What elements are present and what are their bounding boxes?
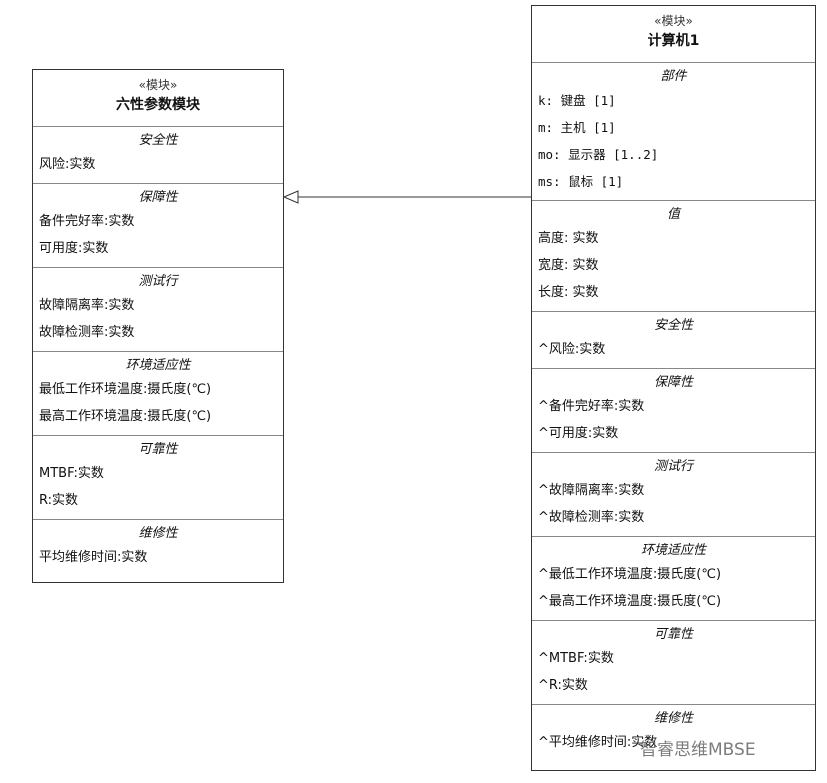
compartment[interactable]: 测试行故障隔离率:实数故障检测率:实数 <box>33 268 283 352</box>
compartment[interactable]: 部件 k: 键盘 [1] m: 主机 [1] mo: 显示器 [1..2] ms: 鼠标… <box>532 63 815 201</box>
compartment-title: 值 <box>666 207 680 222</box>
property-item[interactable]: ^MTBF:实数 <box>538 651 614 666</box>
compartment[interactable]: 保障性 ^备件完好率:实数 ^可用度:实数 <box>532 369 815 453</box>
compartment-title: 测试行 <box>138 274 178 289</box>
property-item[interactable]: 故障隔离率:实数 <box>39 298 135 313</box>
property-item[interactable]: 备件完好率:实数 <box>39 214 135 229</box>
compartment[interactable]: 可靠性 MTBF:实数 R:实数 <box>33 436 283 520</box>
property-item[interactable]: 故障检测率:实数 <box>39 325 135 340</box>
compartment-title: 保障性 <box>653 375 693 390</box>
compartment[interactable]: 安全性 ^风险:实数 <box>532 312 815 369</box>
property-item[interactable]: ^平均维修时间:实数 <box>538 735 658 750</box>
block-computer1[interactable]: «模块» 计算机1 部件 k: 键盘 [1] m: 主机 [1] mo: 显示器 [1… <box>531 5 816 771</box>
block-name: 计算机1 <box>647 33 700 49</box>
property-item[interactable]: MTBF:实数 <box>39 466 104 481</box>
compartment[interactable]: 保障性备件完好率:实数可用度:实数 <box>33 184 283 268</box>
property-item[interactable]: R:实数 <box>39 493 79 508</box>
compartment[interactable]: 可靠性 ^MTBF:实数 ^R:实数 <box>532 621 815 705</box>
property-item[interactable]: 风险:实数 <box>39 157 96 172</box>
property-item[interactable]: 可用度:实数 <box>39 241 109 256</box>
block-header: «模块» 计算机1 <box>532 6 815 63</box>
compartment-title: 保障性 <box>138 190 178 205</box>
stereotype-label: «模块» <box>654 14 693 28</box>
property-item[interactable]: ^最低工作环境温度:摄氏度(℃) <box>538 567 722 582</box>
compartment-title: 环境适应性 <box>125 358 191 373</box>
property-item[interactable]: ^最高工作环境温度:摄氏度(℃) <box>538 594 722 609</box>
compartment-title: 维修性 <box>653 711 693 726</box>
property-item[interactable]: k: 键盘 [1] <box>538 93 616 108</box>
compartment[interactable]: 环境适应性最低工作环境温度:摄氏度(℃) 最高工作环境温度:摄氏度(℃) <box>33 352 283 436</box>
property-item[interactable]: 平均维修时间:实数 <box>39 550 148 565</box>
compartment-title: 环境适应性 <box>640 543 706 558</box>
stereotype-label: «模块» <box>138 78 178 92</box>
property-item[interactable]: ^故障隔离率:实数 <box>538 483 645 498</box>
compartment[interactable]: 维修性平均维修时间:实数 <box>33 520 283 576</box>
property-item[interactable]: 长度: 实数 <box>538 285 599 300</box>
compartment-title: 可靠性 <box>653 627 693 642</box>
compartment-title: 安全性 <box>138 133 178 148</box>
compartment[interactable]: 值高度: 实数宽度: 实数长度: 实数 <box>532 201 815 312</box>
hollow-triangle-arrowhead-icon <box>282 190 299 204</box>
compartment-title: 安全性 <box>653 318 693 333</box>
compartment[interactable]: 测试行 ^故障隔离率:实数 ^故障检测率:实数 <box>532 453 815 537</box>
property-item[interactable]: 高度: 实数 <box>538 231 599 246</box>
compartment-title: 可靠性 <box>138 442 178 457</box>
property-item[interactable]: ^备件完好率:实数 <box>538 399 645 414</box>
property-item[interactable]: ^风险:实数 <box>538 342 606 357</box>
block-six-characteristics[interactable]: «模块» 六性参数模块 安全性风险:实数保障性备件完好率:实数可用度:实数测试行… <box>32 69 284 583</box>
compartment-title: 维修性 <box>138 526 178 541</box>
property-item[interactable]: ^故障检测率:实数 <box>538 510 645 525</box>
compartment-title: 部件 <box>660 69 687 84</box>
property-item[interactable]: 最高工作环境温度:摄氏度(℃) <box>39 409 212 424</box>
property-item[interactable]: ms: 鼠标 [1] <box>538 174 624 189</box>
block-header: «模块» 六性参数模块 <box>33 70 283 127</box>
compartment[interactable]: 环境适应性 ^最低工作环境温度:摄氏度(℃) ^最高工作环境温度:摄氏度(℃) <box>532 537 815 621</box>
block-name: 六性参数模块 <box>116 97 200 113</box>
compartment-title: 测试行 <box>653 459 693 474</box>
property-item[interactable]: 最低工作环境温度:摄氏度(℃) <box>39 382 212 397</box>
property-item[interactable]: m: 主机 [1] <box>538 120 616 135</box>
compartment[interactable]: 维修性 ^平均维修时间:实数 <box>532 705 815 761</box>
property-item[interactable]: ^R:实数 <box>538 678 588 693</box>
property-item[interactable]: mo: 显示器 [1..2] <box>538 147 659 162</box>
property-item[interactable]: 宽度: 实数 <box>538 258 599 273</box>
compartment[interactable]: 安全性风险:实数 <box>33 127 283 184</box>
property-item[interactable]: ^可用度:实数 <box>538 426 619 441</box>
watermark: 智睿思维MBSE <box>640 740 756 760</box>
